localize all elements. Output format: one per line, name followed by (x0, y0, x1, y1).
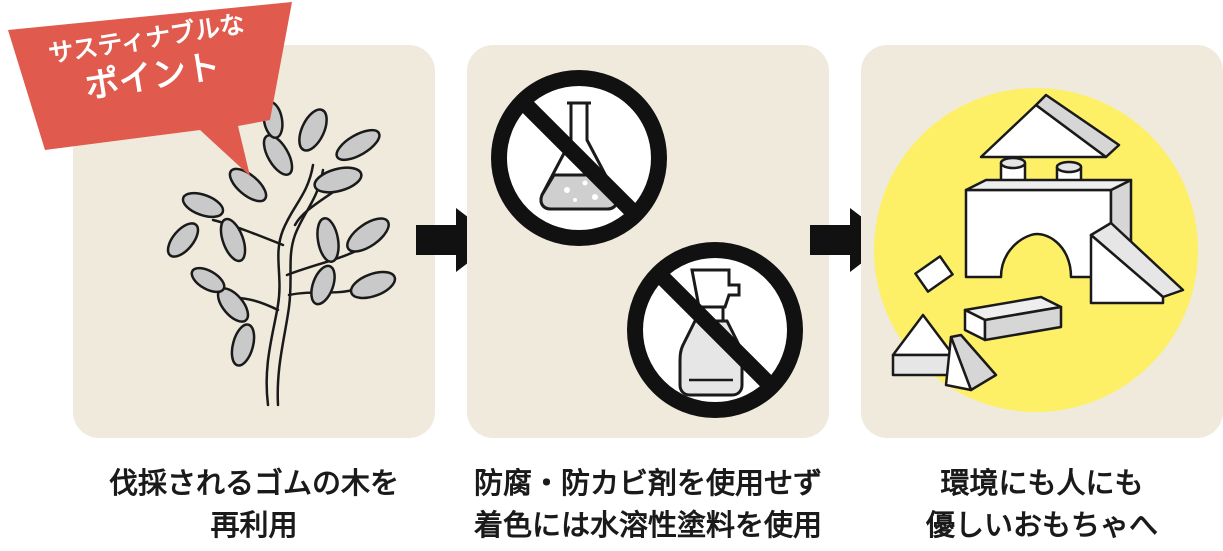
no-spray-icon (627, 242, 803, 418)
caption-step-1: 伐採されるゴムの木を 再利用 (34, 462, 474, 546)
caption-line: 環境にも人にも (940, 466, 1144, 500)
caption-line: 伐採されるゴムの木を (108, 466, 399, 500)
arrow-right-icon (416, 208, 498, 272)
wooden-blocks-icon (874, 88, 1198, 412)
caption-line: 優しいおもちゃへ (925, 508, 1158, 542)
caption-line: 着色には水溶性塗料を使用 (473, 508, 822, 542)
highlight-circle (874, 88, 1198, 412)
no-chemicals-icon (491, 70, 803, 418)
caption-step-3: 環境にも人にも 優しいおもちゃへ (822, 462, 1223, 546)
caption-step-2: 防腐・防カビ剤を使用せず 着色には水溶性塗料を使用 (428, 462, 868, 546)
rubber-tree-icon (166, 100, 397, 407)
arrow-right-icon (810, 208, 892, 272)
caption-line: 防腐・防カビ剤を使用せず (473, 466, 822, 500)
no-flask-icon (491, 70, 667, 246)
panel-wooden-blocks (861, 45, 1223, 438)
panel-no-chemicals (467, 45, 829, 438)
caption-line: 再利用 (210, 508, 298, 542)
sustainable-point-badge: サスティナブルな ポイント (0, 0, 300, 180)
